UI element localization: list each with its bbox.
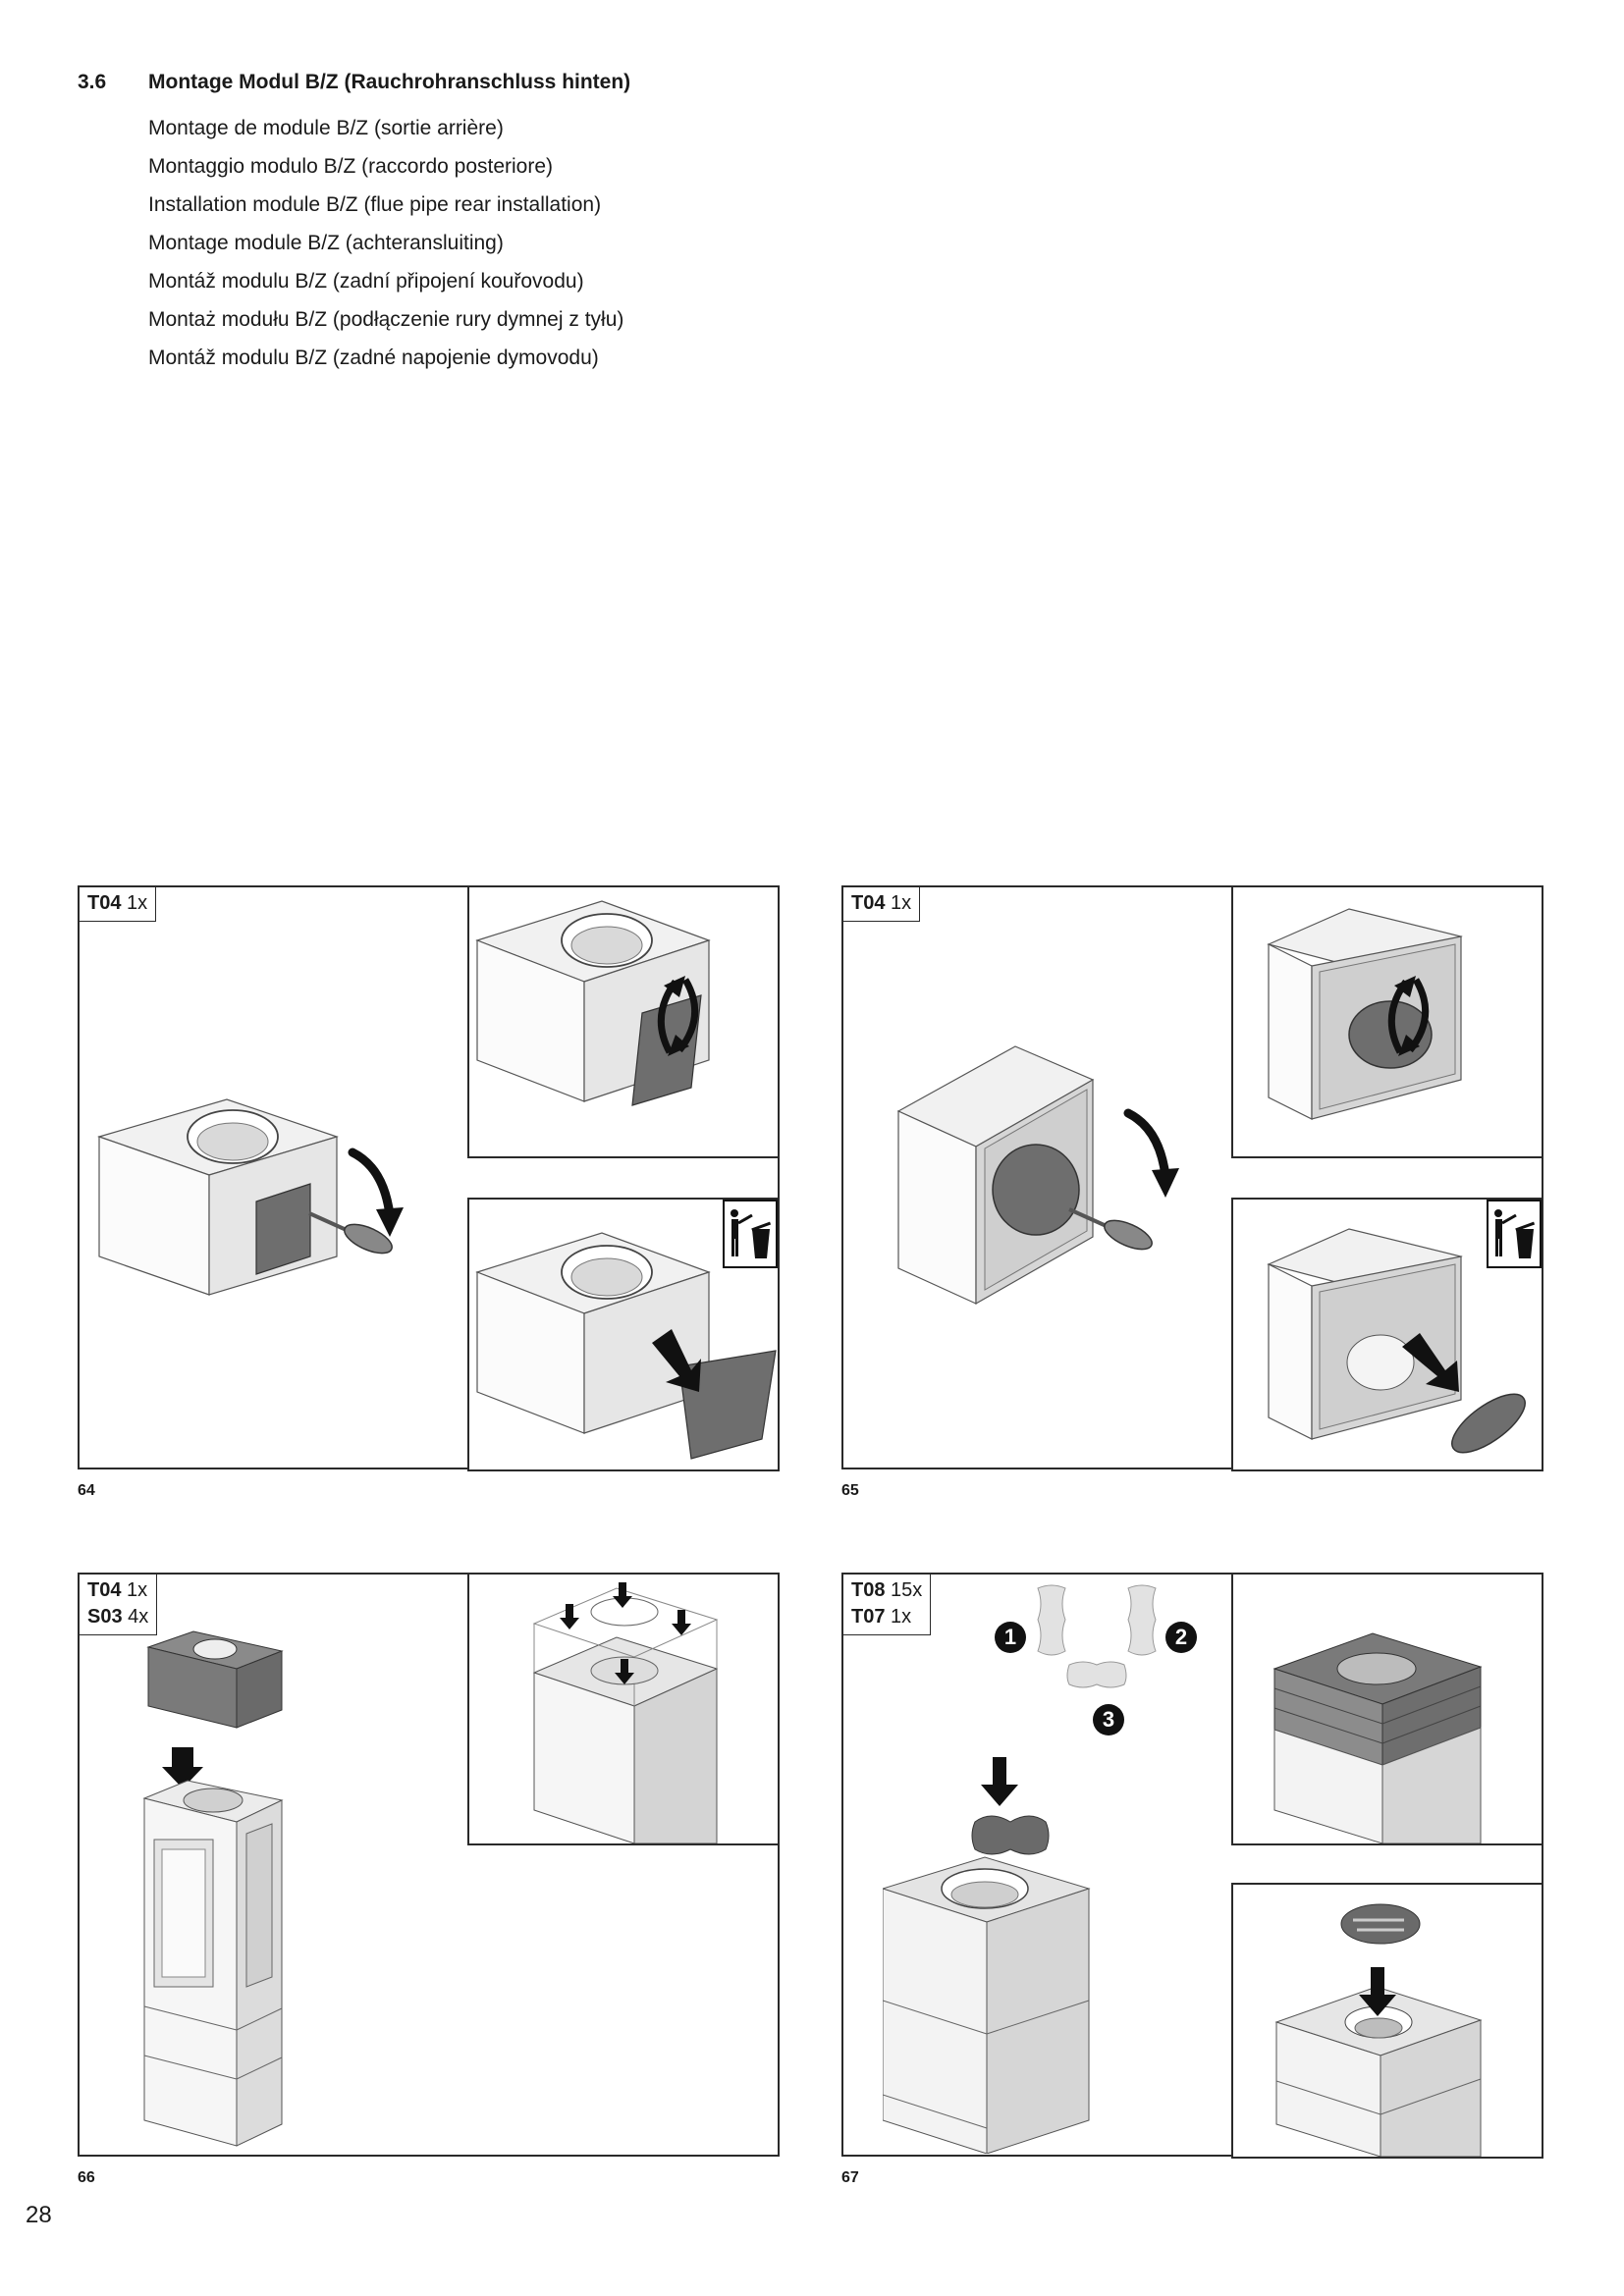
section-title-pl: Montaż modułu B/Z (podłączenie rury dymn… [148, 308, 624, 331]
section-title-cs: Montáž modulu B/Z (zadní připojení kouřo… [148, 270, 584, 293]
figure-66: T04 1x S03 4x [78, 1573, 780, 2157]
rotate-arrows-icon [1387, 976, 1430, 1056]
module-illustration [97, 1098, 339, 1296]
section-title-lines: Montage Modul B/Z (Rauchrohranschluss hi… [148, 71, 630, 377]
figure-number: 65 [841, 1482, 859, 1499]
parts-list: T04 1x [80, 887, 157, 922]
part-qty: 1x [891, 1606, 912, 1628]
section-title-nl: Montage module B/Z (achteransluiting) [148, 232, 504, 254]
subpanel-dispose [467, 1198, 780, 1471]
part-qty: 1x [891, 892, 912, 914]
step-marker-2: 2 [1165, 1622, 1197, 1653]
part-qty: 15x [891, 1579, 923, 1601]
figure-number: 67 [841, 2169, 859, 2186]
trash-disposal-icon [723, 1200, 778, 1268]
figure-number: 64 [78, 1482, 95, 1499]
subpanel-dispose [1231, 1198, 1543, 1471]
part-code: T07 [851, 1606, 886, 1628]
step-marker-1: 1 [995, 1622, 1026, 1653]
subpanel-packed [1231, 1573, 1543, 1845]
parts-list: T04 1x [843, 887, 921, 922]
figure-64: T04 1x [78, 885, 780, 1471]
subpanel-detail [467, 1573, 780, 1845]
part-qty: 1x [127, 1579, 148, 1601]
part-code: T04 [87, 1579, 122, 1601]
trash-disposal-icon [1487, 1200, 1542, 1268]
parts-list: T08 15x T07 1x [843, 1575, 932, 1635]
curved-arrow-icon [348, 1148, 404, 1237]
screwdriver-icon [1068, 1207, 1153, 1251]
module-illustration [896, 1045, 1095, 1306]
section-title-en: Installation module B/Z (flue pipe rear … [148, 193, 602, 216]
section-title-sk: Montáž modulu B/Z (zadné napojenie dymov… [148, 347, 599, 369]
section-number: 3.6 [78, 71, 107, 93]
part-code: T04 [87, 892, 122, 914]
section-title-fr: Montage de module B/Z (sortie arrière) [148, 117, 504, 139]
subpanel-rotate [1231, 885, 1543, 1158]
stove-tower-illustration [142, 1630, 284, 2147]
page-number: 28 [26, 2202, 52, 2228]
stove-tower-illustration [883, 1757, 1091, 2154]
parts-list: T04 1x S03 4x [80, 1575, 158, 1635]
figure-65: T04 1x [841, 885, 1543, 1471]
part-qty: 1x [127, 892, 148, 914]
section-title-it: Montaggio modulo B/Z (raccordo posterior… [148, 155, 554, 178]
part-code: T08 [851, 1579, 886, 1601]
part-code: S03 [87, 1606, 123, 1628]
section-title-de: Montage Modul B/Z (Rauchrohranschluss hi… [148, 71, 631, 93]
curved-arrow-icon [1123, 1108, 1179, 1198]
rotate-arrows-icon [657, 976, 699, 1056]
part-code: T04 [851, 892, 886, 914]
figure-number: 66 [78, 2169, 95, 2186]
subpanel-cover [1231, 1883, 1543, 2159]
part-qty: 4x [128, 1606, 149, 1628]
screwdriver-icon [308, 1211, 393, 1255]
subpanel-rotate [467, 885, 780, 1158]
figure-67: T08 15x T07 1x 1 2 3 [841, 1573, 1543, 2159]
insulation-pieces-illustration [1037, 1584, 1157, 1688]
step-marker-3: 3 [1093, 1704, 1124, 1735]
